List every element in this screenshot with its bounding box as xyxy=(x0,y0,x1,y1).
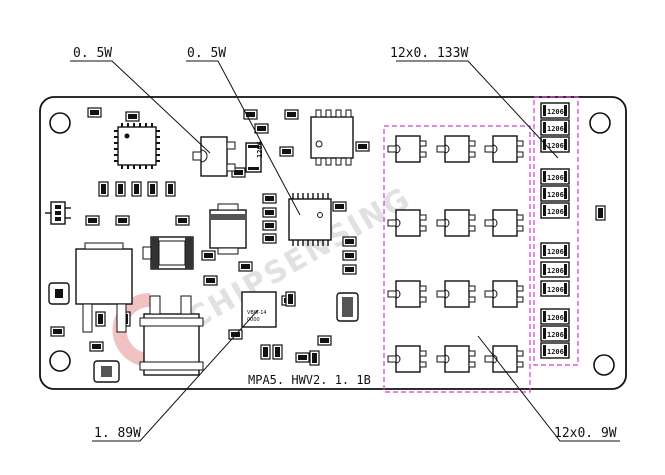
qfp-chip xyxy=(114,123,160,169)
connector-left xyxy=(45,201,71,225)
mounting-hole-bl xyxy=(49,350,71,372)
svg-text:1206: 1206 xyxy=(547,286,564,294)
leader-lines xyxy=(70,60,620,442)
dpak-transistor xyxy=(75,242,133,333)
mounting-hole-tr xyxy=(589,112,611,134)
pad-square-bottom xyxy=(93,360,120,383)
resistor-1206-vertical: 1206 xyxy=(245,141,264,173)
dashed-box-resistors xyxy=(533,96,579,366)
label-12x0-133w: 12x0. 133W xyxy=(390,46,468,61)
svg-text:1206: 1206 xyxy=(547,208,564,216)
diode-sma-1 xyxy=(209,203,247,255)
svg-text:1206: 1206 xyxy=(547,314,564,322)
svg-text:1206: 1206 xyxy=(547,142,564,150)
sot-transistor-05w xyxy=(192,136,236,177)
board-version: MPA5. HWV2. 1. 1B xyxy=(248,373,371,387)
dashed-box-transistors xyxy=(383,125,531,393)
svg-text:1206: 1206 xyxy=(256,141,264,158)
soic8-chip xyxy=(310,109,354,166)
svg-text:1206: 1206 xyxy=(547,108,564,116)
power-inductor xyxy=(139,295,204,376)
tssop-chip xyxy=(288,193,332,246)
diode-sma-2 xyxy=(142,236,194,270)
resistor-1206-array: 1206 1206 1206 1206 1206 1206 1206 1206 … xyxy=(540,102,570,359)
mounting-hole-tl xyxy=(49,112,71,134)
svg-text:1206: 1206 xyxy=(547,248,564,256)
mounting-hole-br xyxy=(593,354,615,376)
svg-text:1206: 1206 xyxy=(547,331,564,339)
svg-text:0000: 0000 xyxy=(247,317,260,323)
svg-text:1206: 1206 xyxy=(547,267,564,275)
svg-text:1206: 1206 xyxy=(547,191,564,199)
svg-text:1206: 1206 xyxy=(547,125,564,133)
label-0-5w-mid: 0. 5W xyxy=(187,46,226,61)
label-12x0-9w: 12x0. 9W xyxy=(554,426,617,441)
svg-text:1206: 1206 xyxy=(547,348,564,356)
svg-text:1206: 1206 xyxy=(547,174,564,182)
label-0-5w-left: 0. 5W xyxy=(73,46,112,61)
label-1-89w: 1. 89W xyxy=(94,426,141,441)
svg-text:VBW-14: VBW-14 xyxy=(247,310,267,316)
pad-square-left xyxy=(48,282,70,305)
pad-square-center xyxy=(336,292,359,322)
